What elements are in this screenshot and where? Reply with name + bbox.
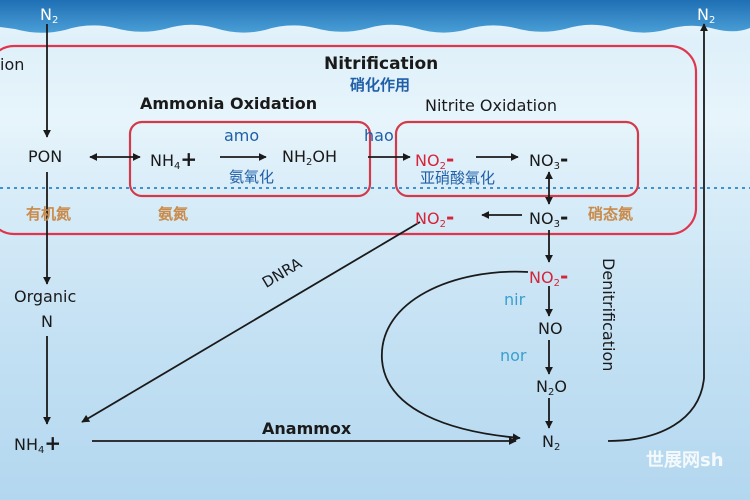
species-no2-den: NO2-	[529, 264, 569, 289]
arrow-n2-to-surface	[607, 23, 708, 442]
enzyme-amo: amo	[224, 126, 260, 145]
process-denitrification: Denitrification	[599, 258, 618, 372]
process-anammox: Anammox	[262, 419, 352, 438]
enzyme-hao: hao	[364, 126, 394, 145]
surface-n2-right: N2	[697, 5, 716, 26]
partial-left-label: ion	[0, 55, 25, 74]
species-pon: PON	[28, 147, 63, 166]
ammonia-oxidation-cn: 氨氧化	[229, 168, 275, 186]
arrow-anammox-loop	[381, 270, 529, 442]
nitrite-oxidation-cn: 亚硝酸氧化	[420, 169, 496, 187]
nitrite-oxidation-box	[394, 120, 640, 198]
cn-nitrate-nitrogen: 硝态氮	[588, 205, 634, 223]
ammonia-oxidation-label: Ammonia Oxidation	[140, 94, 318, 113]
cn-organic-nitrogen: 有机氮	[26, 205, 72, 223]
species-nh2oh: NH2OH	[282, 147, 337, 168]
sea-surface-wave	[0, 0, 750, 33]
nitrite-oxidation-label: Nitrite Oxidation	[425, 96, 558, 115]
species-n2o: N2O	[536, 377, 567, 398]
species-n2-bottom: N2	[542, 432, 561, 453]
enzyme-nir: nir	[504, 290, 526, 309]
nitrification-title-cn: 硝化作用	[350, 76, 411, 94]
species-organic: Organic	[14, 287, 77, 306]
species-organic-n: N	[41, 312, 53, 331]
species-nh4-lower: NH4+	[14, 431, 62, 456]
species-no3-mid: NO3-	[529, 205, 569, 230]
species-no3-upper: NO3-	[529, 147, 569, 172]
species-no2-upper: NO2-	[415, 147, 455, 172]
cn-ammonia-nitrogen: 氨氮	[158, 205, 189, 223]
surface-n2-left: N2	[40, 5, 59, 26]
species-nh4-upper: NH4+	[150, 147, 198, 172]
nitrification-box	[0, 44, 698, 236]
species-no2-mid: NO2-	[415, 205, 455, 230]
nitrification-title: Nitrification	[324, 54, 439, 74]
enzyme-nor: nor	[500, 346, 527, 365]
watermark: 世展网sh	[646, 450, 724, 471]
arrow-dnra	[81, 221, 421, 423]
species-no: NO	[538, 319, 563, 338]
